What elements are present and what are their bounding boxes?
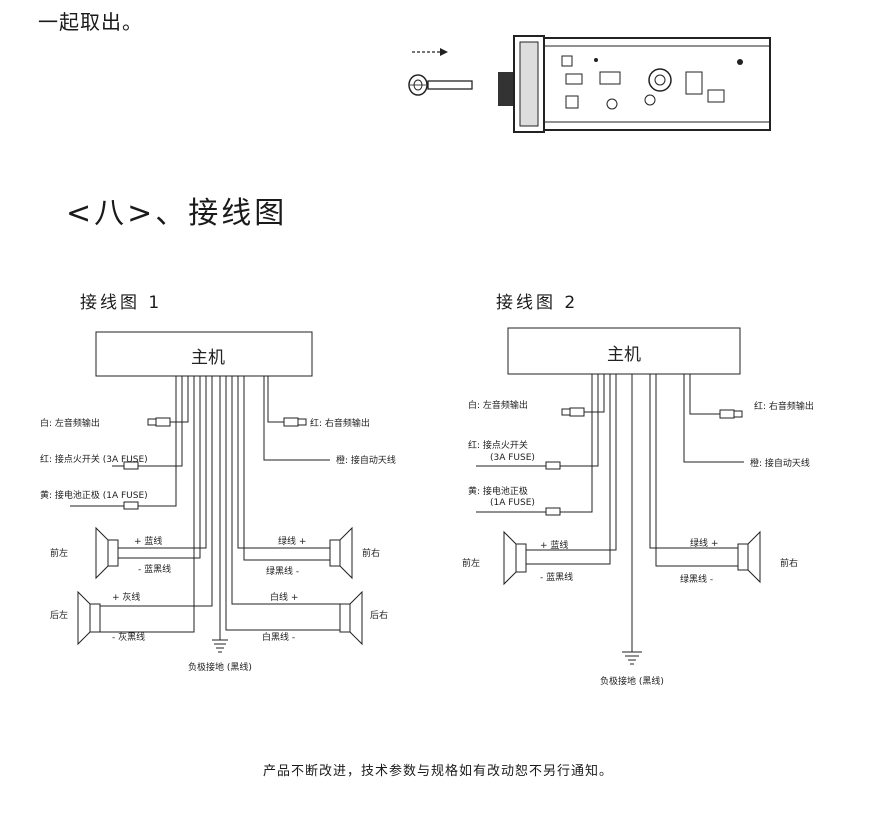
speaker-rear-right-icon (339, 590, 363, 646)
section-title: <八>、接线图 (66, 196, 288, 231)
red-right-audio-label-2: 红: 右音频输出 (754, 400, 814, 412)
front-right-label-2: 前右 (780, 557, 798, 569)
yellow-battery-label: 黄: 接电池正极 (1A FUSE) (40, 489, 148, 501)
green-minus-label: 绿黑线 - (266, 565, 299, 577)
white-plus-label: 白线 + (270, 591, 298, 603)
blue-minus-label-2: - 蓝黑线 (540, 571, 573, 583)
diagram2-title: 接线图 2 (496, 293, 579, 313)
blue-minus-label: - 蓝黑线 (138, 563, 171, 575)
red-ignition-label: 红: 接点火开关 (3A FUSE) (40, 453, 148, 465)
red-ignition-label-2: 红: 接点火开关 (468, 439, 528, 451)
head-unit-box (95, 331, 313, 377)
speaker-front-left-icon (95, 526, 119, 580)
rear-left-label: 后左 (50, 609, 68, 621)
ground-label-2: 负极接地 (黑线) (600, 675, 664, 687)
diagram1-title: 接线图 1 (80, 293, 163, 313)
speaker-front-right-icon (329, 526, 353, 580)
gray-minus-label: - 灰黑线 (112, 631, 145, 643)
white-wire-label: 白: 左音频输出 (40, 417, 100, 429)
gray-plus-label: + 灰线 (112, 591, 140, 603)
wiring-diagram-1: 主机 白: 左音频输出 红: 右音频输出 红: 接点火开关 (3A FUSE) … (40, 331, 396, 673)
red-right-audio-label: 红: 右音频输出 (310, 417, 370, 429)
orange-antenna-label: 橙: 接自动天线 (336, 454, 396, 466)
head-unit-label: 主机 (191, 348, 225, 368)
white-minus-label: 白黑线 - (262, 631, 295, 643)
green-plus-label: 绿线 + (278, 535, 306, 547)
rear-right-label: 后右 (370, 609, 388, 621)
front-left-label: 前左 (50, 547, 68, 559)
yellow-battery-label-2: 黄: 接电池正极 (468, 485, 528, 497)
footer-notice: 产品不断改进，技术参数与规格如有改动恕不另行通知。 (262, 764, 613, 779)
blue-plus-label: + 蓝线 (134, 535, 162, 547)
ground-label: 负极接地 (黑线) (188, 661, 252, 673)
head-unit-label-2: 主机 (607, 345, 641, 365)
removal-key-icon (408, 74, 473, 96)
car-stereo-unit-illustration (498, 35, 771, 133)
head-unit-box-2 (507, 327, 741, 375)
intro-text: 一起取出。 (38, 10, 143, 34)
speaker-front-left-2-icon (503, 530, 527, 586)
red-fuse-label-2: (3A FUSE) (490, 453, 535, 463)
blue-plus-label-2: + 蓝线 (540, 539, 568, 551)
green-minus-label-2: 绿黑线 - (680, 573, 713, 585)
front-left-label-2: 前左 (462, 557, 480, 569)
orange-antenna-label-2: 橙: 接自动天线 (750, 457, 810, 469)
speaker-rear-left-icon (77, 590, 101, 646)
speaker-front-right-2-icon (737, 530, 761, 584)
green-plus-label-2: 绿线 + (690, 537, 718, 549)
yellow-fuse-label-2: (1A FUSE) (490, 498, 535, 508)
unit-removal-illustration (408, 35, 771, 133)
white-wire-label-2: 白: 左音频输出 (468, 399, 528, 411)
front-right-label: 前右 (362, 547, 380, 559)
wiring-diagram-2: 主机 白: 左音频输出 红: 右音频输出 红: 接点火开关 (3A FUSE) … (462, 327, 814, 687)
